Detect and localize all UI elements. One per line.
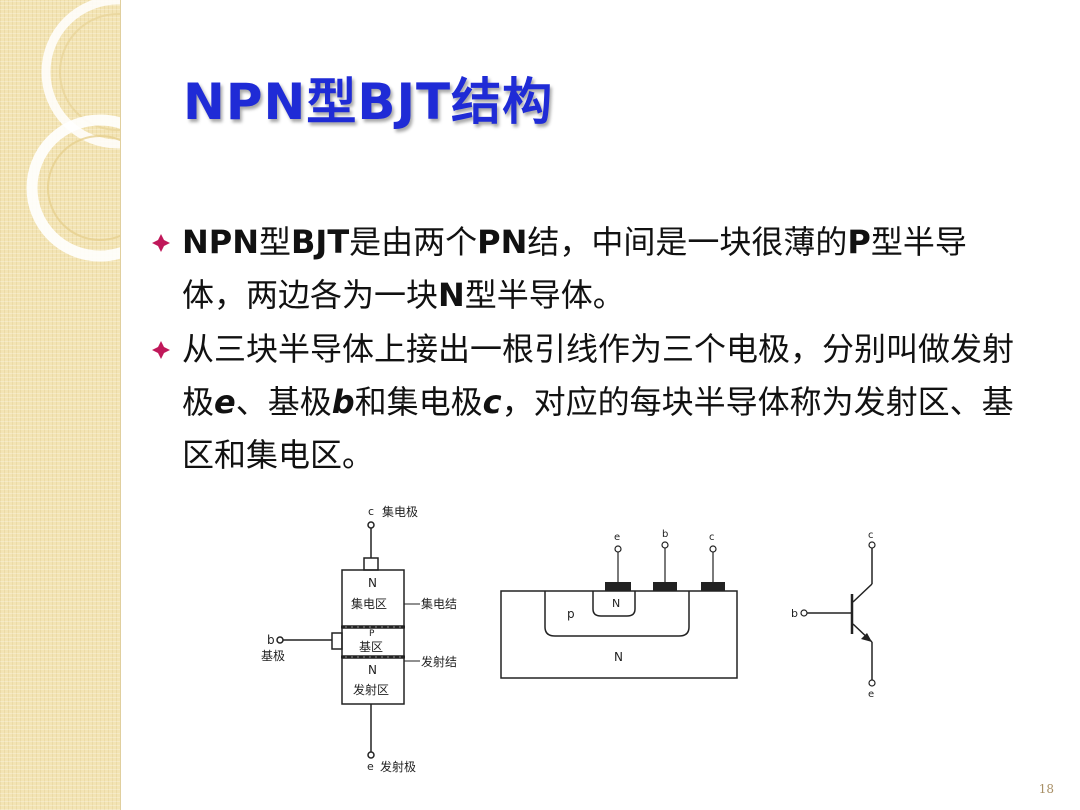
mid-b-label: b	[662, 529, 668, 540]
mid-n-outer-label: N	[614, 650, 623, 664]
right-base-terminal	[800, 609, 808, 617]
collector-electrode-label: 集电极	[382, 504, 418, 519]
npn-transistor-symbol: c b e	[791, 530, 876, 700]
collector-region-label: 集电区	[351, 596, 387, 611]
left-n-bottom-label: N	[368, 663, 377, 677]
decorative-sidebar	[0, 0, 121, 810]
text-segment: NPN	[182, 223, 260, 261]
right-collector-terminal	[868, 541, 876, 549]
text-segment: 、基极	[235, 383, 332, 421]
text-segment: 型半导体。	[464, 276, 625, 314]
base-contact	[331, 632, 343, 650]
mid-e-label: e	[614, 532, 620, 543]
bullet-item-1: NPN型BJT是由两个PN结，中间是一块很薄的P型半导体，两边各为一块N型半导体…	[150, 216, 1030, 322]
emitter-terminal	[367, 751, 375, 759]
left-e-label: e	[367, 760, 374, 773]
text-segment: 从三块半导体上接出一根引线作为三个电极，分别叫做发射极	[182, 330, 1015, 421]
text-segment: P	[847, 223, 871, 261]
collector-junction-label: 集电结	[421, 596, 457, 611]
diamond-bullet-icon	[152, 341, 170, 359]
emitter-electrode-label: 发射极	[380, 759, 416, 774]
diamond-bullet-icon	[152, 234, 170, 252]
text-segment: e	[214, 383, 236, 421]
bjt-structure-figure: c 集电极 N 集电区 集电结 P 基区 b 基极 发射结 N 发射区 e 发射…	[261, 504, 876, 774]
mid-base-terminal	[661, 541, 669, 549]
emitter-arrow-icon	[861, 633, 872, 642]
bullet-text-1: NPN型BJT是由两个PN结，中间是一块很薄的P型半导体，两边各为一块N型半导体…	[182, 223, 967, 314]
slide-title: NPN型BJT结构	[183, 73, 554, 131]
collector-metal	[701, 582, 725, 591]
text-segment: 和集电极	[354, 383, 483, 421]
text-segment: PN	[477, 223, 528, 261]
mid-collector-terminal	[709, 545, 717, 553]
sidebar-rings-decoration	[26, 0, 120, 262]
mid-n-inner-label: N	[612, 597, 620, 610]
n-emitter-well	[592, 591, 636, 617]
base-electrode-label: 基极	[261, 649, 285, 663]
text-segment: 结，中间是一块很薄的	[527, 223, 848, 261]
mid-emitter-terminal	[614, 545, 622, 553]
collector-contact	[363, 557, 379, 571]
base-region-label: 基区	[359, 640, 383, 654]
planar-cross-section-diagram: e b c p N N	[500, 529, 738, 679]
text-segment: b	[331, 383, 355, 421]
emitter-junction-label: 发射结	[421, 654, 457, 669]
text-segment: 型	[259, 223, 292, 261]
bullet-text-2: 从三块半导体上接出一根引线作为三个电极，分别叫做发射极e、基极b和集电极c，对应…	[182, 330, 1014, 474]
page-number: 18	[1038, 782, 1054, 796]
left-c-label: c	[368, 505, 374, 518]
bullet-item-2: 从三块半导体上接出一根引线作为三个电极，分别叫做发射极e、基极b和集电极c，对应…	[150, 323, 1030, 482]
emitter-region-block	[341, 657, 405, 705]
right-c-label: c	[868, 530, 874, 541]
right-emitter-terminal	[868, 679, 876, 687]
base-terminal	[276, 636, 284, 644]
mid-p-label: p	[567, 607, 575, 621]
text-segment: ，对应的每块半导体称为发射区、基区和集电区。	[182, 383, 1014, 474]
right-collector-arm	[852, 583, 873, 603]
bullet-list: NPN型BJT是由两个PN结，中间是一块很薄的P型半导体，两边各为一块N型半导体…	[150, 216, 1030, 482]
emitter-metal	[605, 582, 631, 591]
left-p-label: P	[369, 629, 375, 639]
emitter-region-label: 发射区	[353, 682, 389, 697]
right-b-label: b	[791, 607, 798, 620]
left-b-label: b	[267, 633, 275, 647]
layered-structure-diagram: c 集电极 N 集电区 集电结 P 基区 b 基极 发射结 N 发射区 e 发射…	[261, 504, 457, 774]
base-metal	[653, 582, 677, 591]
left-n-top-label: N	[368, 576, 377, 590]
text-segment: 型半导体，两边各为一块	[182, 223, 967, 314]
mid-c-label: c	[709, 532, 715, 543]
text-segment: c	[482, 383, 502, 421]
collector-terminal	[367, 521, 375, 529]
text-segment: N	[438, 276, 465, 314]
text-segment: BJT	[291, 223, 350, 261]
p-well	[544, 591, 690, 637]
text-segment: 是由两个	[349, 223, 478, 261]
right-e-label: e	[868, 689, 874, 700]
